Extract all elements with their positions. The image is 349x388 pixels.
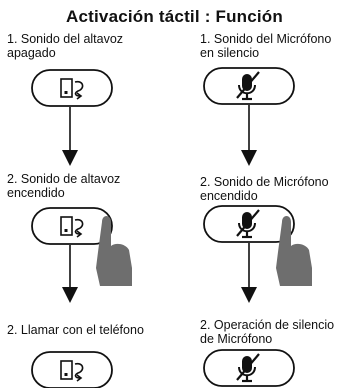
left-arrow-1 [62, 107, 78, 166]
right-button-3 [203, 349, 295, 387]
left-arrow-2 [62, 245, 78, 303]
left-step2-label: 2. Sonido de altavoz encendido [7, 172, 121, 200]
left-button-2 [31, 207, 113, 245]
right-button-1 [203, 67, 295, 105]
left-step3-label: 2. Llamar con el teléfono [7, 323, 144, 337]
left-button-1 [31, 69, 113, 107]
left-step1-label: 1. Sonido del altavoz apagado [7, 32, 124, 60]
right-button-2 [203, 205, 295, 243]
right-arrow-1 [241, 105, 257, 166]
right-step1-label: 1. Sonido del Micrófono en silencio [200, 32, 332, 60]
diagram-title: Activación táctil : Función [66, 7, 283, 26]
right-step2-label: 2. Sonido de Micrófono encendido [200, 175, 329, 203]
left-button-3 [31, 351, 113, 388]
right-arrow-2 [241, 243, 257, 303]
right-step3-label: 2. Operación de silencio de Micrófono [200, 318, 335, 346]
finger-touch-icon [96, 216, 132, 286]
